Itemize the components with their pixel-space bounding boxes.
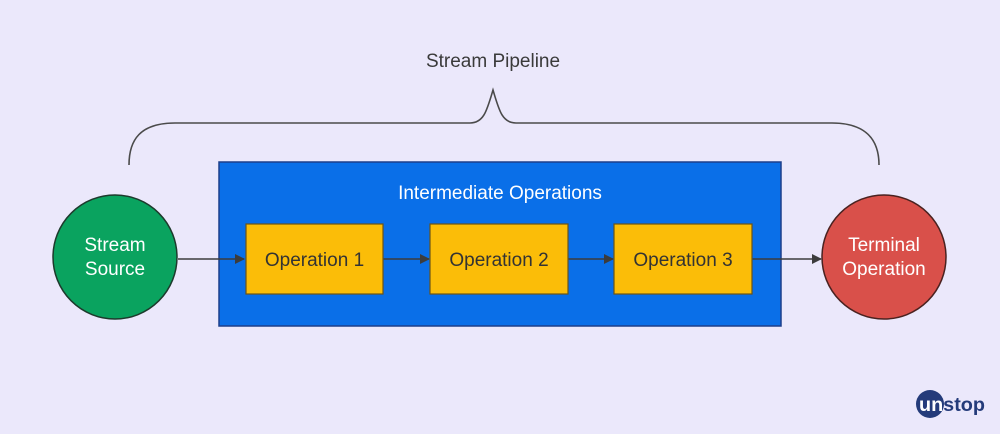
stream-source-node: Stream Source <box>52 194 178 320</box>
unstop-logo-text: unstop <box>919 395 985 416</box>
unstop-logo: unstop <box>916 390 985 418</box>
pipeline-title: Stream Pipeline <box>426 51 560 72</box>
operation-2-node: Operation 2 <box>429 223 569 295</box>
intermediate-operations-title: Intermediate Operations <box>398 183 602 204</box>
terminal-operation-label-line1: Terminal <box>848 235 920 256</box>
terminal-operation-node: Terminal Operation <box>821 194 947 320</box>
operation-3-label: Operation 3 <box>633 250 732 271</box>
operation-3-node: Operation 3 <box>613 223 753 295</box>
operation-1-node: Operation 1 <box>245 223 384 295</box>
operation-1-label: Operation 1 <box>265 250 364 271</box>
stream-source-label-line2: Source <box>85 259 145 280</box>
pipeline-brace <box>128 87 880 166</box>
stream-source-label-line1: Stream <box>84 235 145 256</box>
terminal-operation-label-line2: Operation <box>842 259 925 280</box>
operation-2-label: Operation 2 <box>449 250 548 271</box>
